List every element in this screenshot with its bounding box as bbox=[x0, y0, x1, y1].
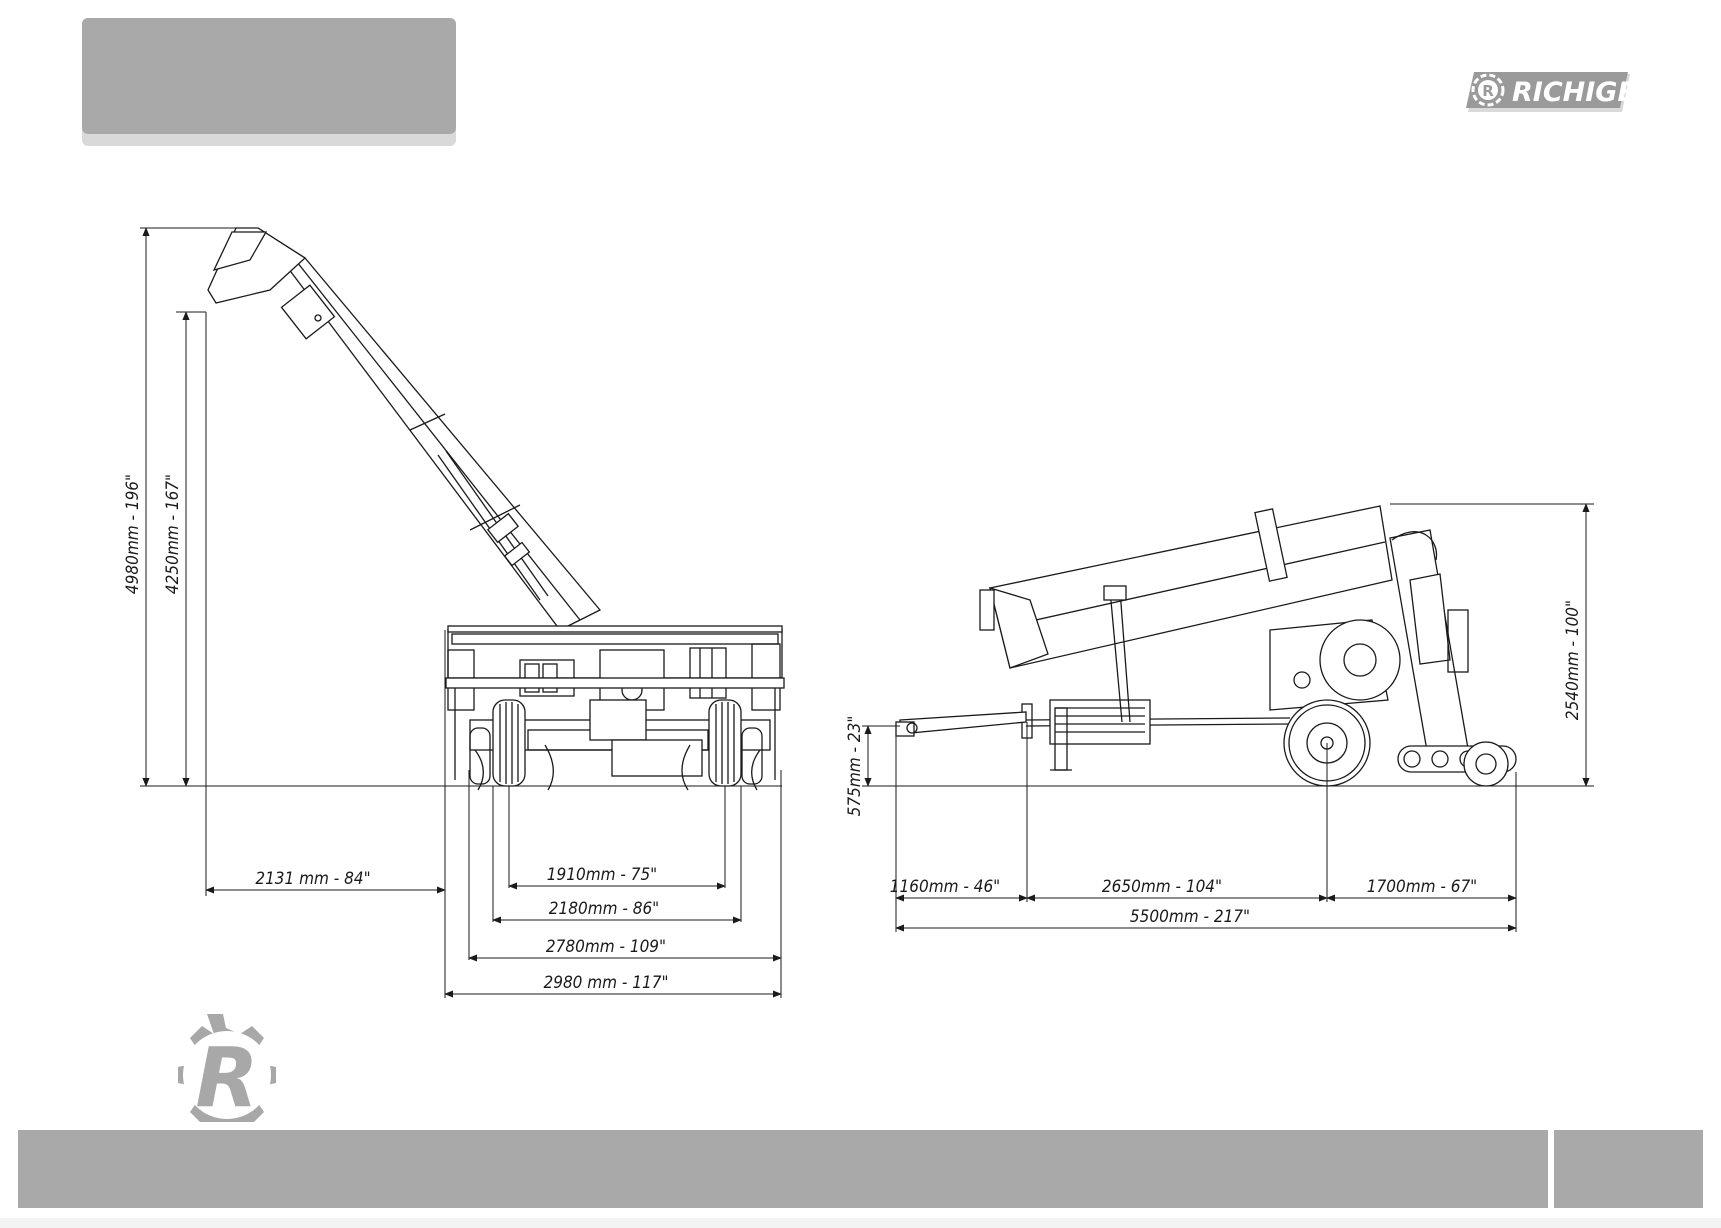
brand-name: RICHIGER bbox=[1512, 77, 1657, 108]
dim-jack-to-axle: 2650mm - 104" bbox=[1102, 877, 1222, 897]
title-box bbox=[82, 18, 456, 146]
front-view-dimensions bbox=[140, 228, 782, 998]
dim-width-total: 2980 mm - 117" bbox=[543, 973, 668, 993]
dim-axle-to-rear: 1700mm - 67" bbox=[1367, 877, 1477, 897]
front-view-drawing bbox=[208, 228, 784, 790]
dim-hitch-to-jack: 1160mm - 46" bbox=[890, 877, 1000, 897]
richiger-logo: R RICHIGER bbox=[1466, 72, 1657, 112]
dim-width-inner: 2780mm - 109" bbox=[546, 937, 666, 957]
footer-bar bbox=[0, 1130, 1721, 1228]
dim-height-outlet: 4250mm - 167" bbox=[163, 474, 183, 594]
richiger-emblem: R bbox=[178, 1014, 276, 1126]
dim-axle-width: 2180mm - 86" bbox=[549, 899, 659, 919]
dim-hitch-height: 575mm - 23" bbox=[845, 716, 865, 817]
dim-track-width: 1910mm - 75" bbox=[547, 865, 657, 885]
dim-length-total: 5500mm - 217" bbox=[1130, 907, 1250, 927]
logo-emblem-letter: R bbox=[1482, 82, 1494, 100]
dim-reach: 2131 mm - 84" bbox=[255, 869, 370, 889]
dim-height-total: 4980mm - 196" bbox=[123, 474, 143, 594]
dim-height-transport: 2540mm - 100" bbox=[1563, 600, 1583, 720]
side-view-drawing bbox=[896, 506, 1516, 786]
emblem-letter: R bbox=[195, 1031, 258, 1126]
